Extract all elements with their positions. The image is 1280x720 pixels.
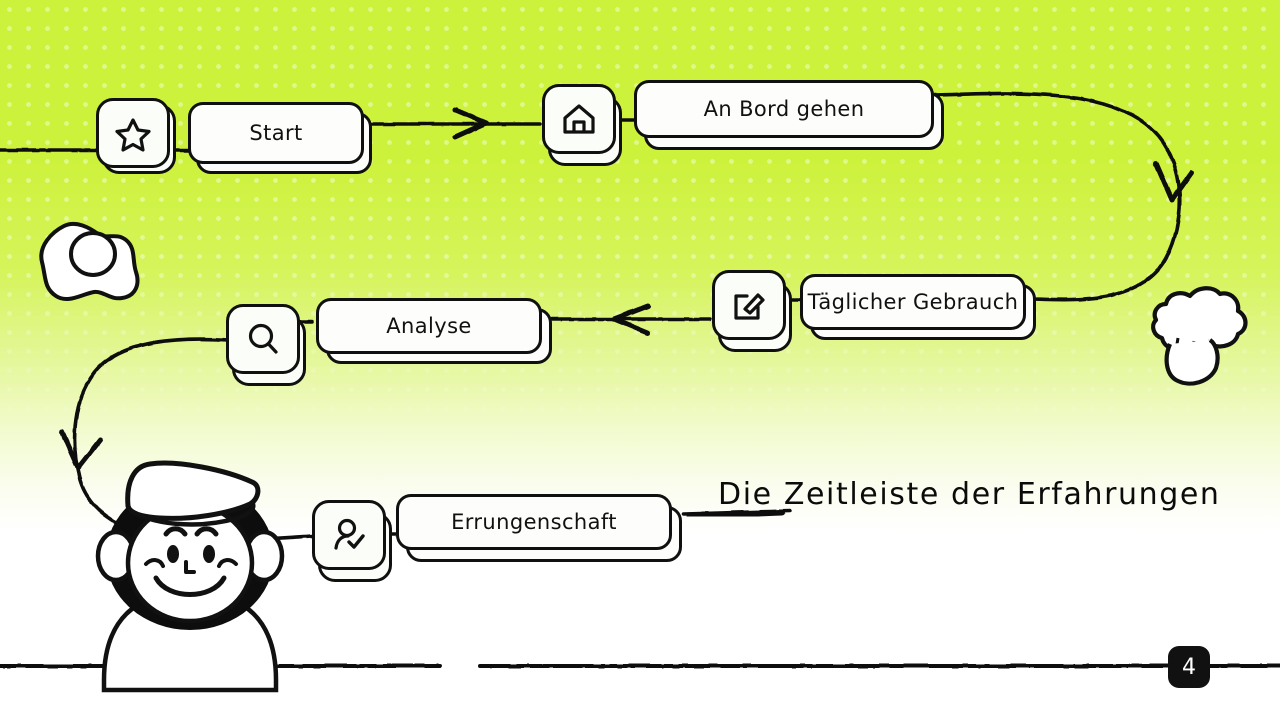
broccoli-illustration — [1151, 286, 1248, 386]
user-check-icon-box[interactable] — [312, 500, 386, 570]
title-underline — [686, 508, 786, 520]
daily-label: Täglicher Gebrauch — [807, 290, 1019, 314]
background-dot-pattern — [0, 0, 1280, 470]
search-icon — [248, 323, 278, 354]
start-to-onboard-arrowhead — [452, 107, 489, 140]
analysis-to-achievement-arrowhead — [59, 429, 103, 471]
analysis-label-box[interactable]: Analyse — [316, 298, 542, 354]
achievement-label: Errungenschaft — [451, 510, 617, 534]
search-icon-box[interactable] — [226, 304, 300, 374]
daily-to-analysis-arrowhead — [611, 303, 651, 336]
achievement-label-box[interactable]: Errungenschaft — [396, 494, 672, 550]
page-title: Die Zeitleiste der Erfahrungen — [718, 477, 1221, 512]
star-icon — [115, 118, 151, 152]
start-label-box[interactable]: Start — [188, 102, 364, 164]
star-icon-box[interactable] — [96, 98, 170, 168]
start-label: Start — [249, 121, 303, 145]
user-check-icon — [334, 518, 365, 550]
onboard-label-box[interactable]: An Bord gehen — [634, 80, 934, 138]
onboard-to-daily-arrowhead — [1153, 160, 1195, 203]
chef-character-illustration — [95, 460, 285, 693]
home-icon — [563, 104, 595, 134]
fried-egg-illustration — [39, 221, 140, 302]
home-icon-box[interactable] — [542, 84, 616, 154]
onboard-label: An Bord gehen — [703, 97, 865, 121]
onboard-to-daily-curve — [933, 91, 1182, 302]
page-number-badge: 4 — [1168, 646, 1210, 688]
edit-square-icon — [734, 293, 765, 320]
edit-square-icon-box[interactable] — [712, 270, 786, 340]
analysis-label: Analyse — [386, 314, 472, 338]
daily-label-box[interactable]: Täglicher Gebrauch — [800, 274, 1026, 330]
